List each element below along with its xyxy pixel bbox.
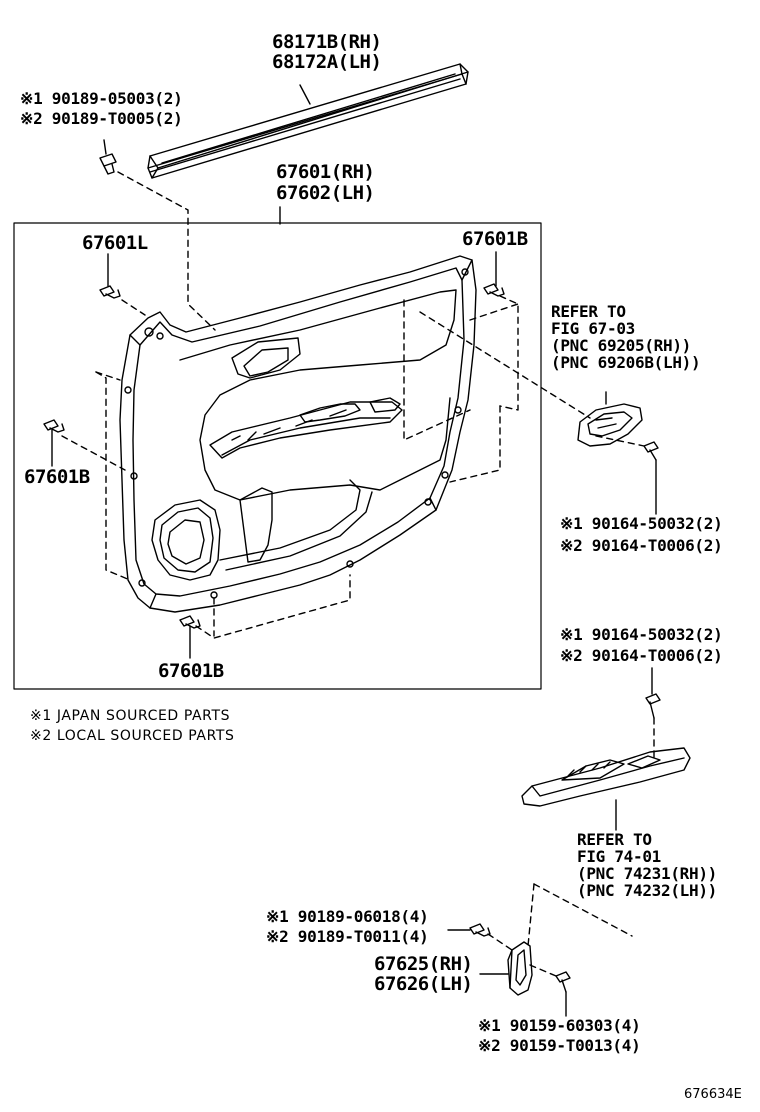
label-screw-switch-1: ※1 90164-50032(2): [560, 625, 723, 644]
leader-weatherstrip: [300, 85, 310, 104]
dash-handle: [420, 312, 590, 418]
clip-bracket-part: [470, 924, 490, 936]
label-screw-handle-1: ※1 90164-50032(2): [560, 514, 723, 533]
label-clip-67601l: 67601L: [82, 232, 148, 254]
label-ref-handle-4: (PNC 69206B(LH)): [551, 353, 701, 372]
inside-handle-part: [578, 392, 642, 446]
dash-top-clip: [118, 172, 215, 330]
dash-clip-bracket: [488, 934, 512, 950]
panel-frame: [14, 223, 541, 689]
label-ref-handle-2: FIG 67-03: [551, 319, 635, 338]
label-weatherstrip-lh: 68172A(LH): [272, 51, 382, 73]
label-screw-handle-2: ※2 90164-T0006(2): [560, 536, 723, 555]
leader-clip-top: [104, 140, 106, 154]
label-bracket-rh: 67625(RH): [374, 953, 473, 975]
label-panel-lh: 67602(LH): [276, 182, 375, 204]
clip-67601b-right-part: [484, 284, 504, 296]
dash-screw-bracket: [530, 965, 556, 976]
label-ref-handle-1: REFER TO: [551, 302, 626, 321]
label-screw-switch-2: ※2 90164-T0006(2): [560, 646, 723, 665]
label-clip-67601b-bottom: 67601B: [158, 660, 224, 682]
legend-japan: ※1 JAPAN SOURCED PARTS: [30, 708, 231, 724]
door-trim-panel: [120, 256, 476, 612]
label-ref-switch-4: (PNC 74232(LH)): [577, 881, 717, 900]
legend-local: ※2 LOCAL SOURCED PARTS: [30, 728, 235, 744]
label-clip-bracket-1: ※1 90189-06018(4): [266, 907, 429, 926]
screw-switch-part: [646, 694, 660, 718]
label-weatherstrip-rh: 68171B(RH): [272, 31, 382, 53]
clip-top-part: [100, 154, 116, 174]
label-clip-bracket-2: ※2 90189-T0011(4): [266, 927, 429, 946]
dash-bracket-left: [528, 884, 534, 946]
label-panel-rh: 67601(RH): [276, 161, 375, 183]
label-clip-top-1: ※1 90189-05003(2): [20, 89, 183, 108]
label-screw-bracket-1: ※1 90159-60303(4): [478, 1016, 641, 1035]
label-screw-bracket-2: ※2 90159-T0013(4): [478, 1036, 641, 1055]
screw-handle-part: [644, 442, 658, 460]
screw-bracket-part: [556, 972, 570, 992]
clip-67601b-left-part: [44, 420, 64, 432]
dash-guides: [62, 296, 518, 638]
clip-67601l-part: [100, 286, 120, 298]
weatherstrip-part: [148, 64, 468, 178]
bracket-part: [508, 942, 532, 995]
dash-bracket-top: [534, 884, 632, 936]
label-clip-67601b-right: 67601B: [462, 228, 528, 250]
label-bracket-lh: 67626(LH): [374, 973, 473, 995]
dash-screw-handle: [596, 436, 644, 446]
switch-base-part: [522, 748, 690, 806]
label-ref-handle-3: (PNC 69205(RH)): [551, 336, 691, 355]
label-clip-top-2: ※2 90189-T0005(2): [20, 109, 183, 128]
label-ref-switch-2: FIG 74-01: [577, 847, 661, 866]
label-ref-switch-1: REFER TO: [577, 830, 652, 849]
label-ref-switch-3: (PNC 74231(RH)): [577, 864, 717, 883]
figure-id: 676634E: [684, 1087, 742, 1102]
label-clip-67601b-left: 67601B: [24, 466, 90, 488]
